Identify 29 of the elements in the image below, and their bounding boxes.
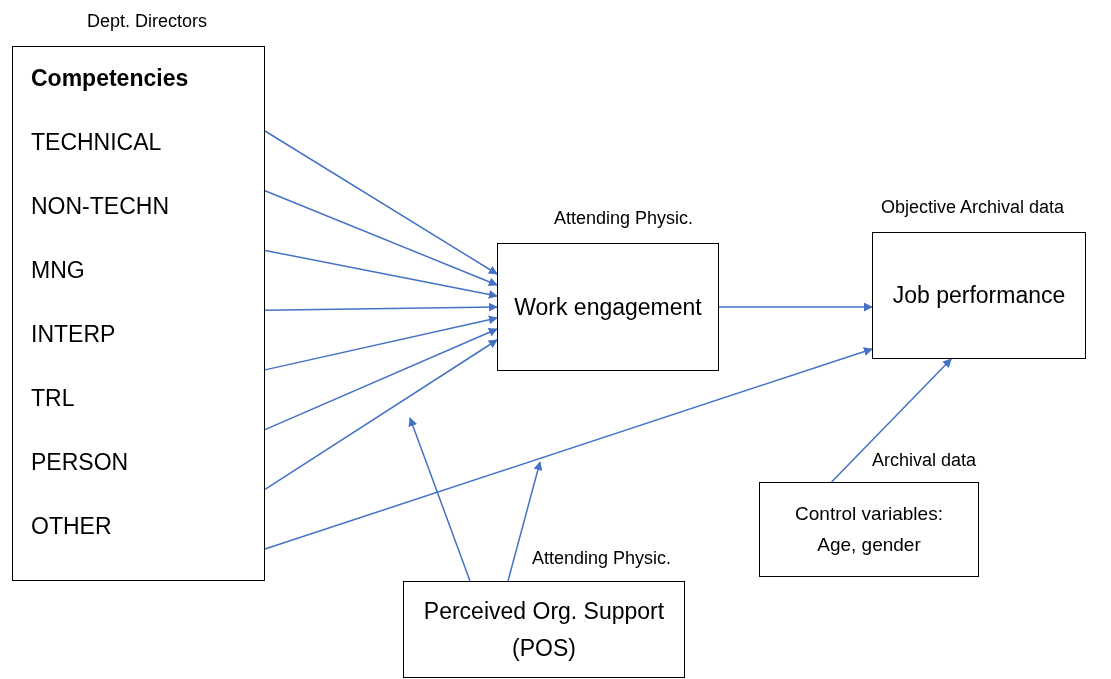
box-heading: Competencies xyxy=(31,65,189,92)
arrow xyxy=(264,302,498,312)
competency-label: NON-TECHN xyxy=(31,193,169,220)
competency-label: OTHER xyxy=(31,513,112,540)
arrow xyxy=(408,417,471,582)
box-label: Work engagement xyxy=(514,292,702,322)
source-label: Objective Archival data xyxy=(881,197,1065,218)
box-label: Perceived Org. Support (POS) xyxy=(422,596,666,663)
arrow xyxy=(264,315,498,371)
competency-label: TECHNICAL xyxy=(31,129,162,156)
source-label: Dept. Directors xyxy=(87,11,208,32)
arrow xyxy=(264,339,498,491)
arrow xyxy=(507,461,543,582)
box-label: Job performance xyxy=(892,281,1066,311)
arrow xyxy=(718,302,873,312)
arrow xyxy=(264,347,873,550)
arrow xyxy=(264,189,498,287)
competency-label: PERSON xyxy=(31,449,129,476)
arrow xyxy=(830,358,952,483)
source-label: Attending Physic. xyxy=(532,548,672,569)
source-label: Attending Physic. xyxy=(554,208,694,229)
box-label: Control variables: Age, gender xyxy=(794,502,944,557)
source-label: Archival data xyxy=(872,450,977,471)
competency-label: MNG xyxy=(31,257,85,284)
arrow xyxy=(264,130,498,275)
competency-label: TRL xyxy=(31,385,75,412)
arrow xyxy=(264,249,498,299)
arrow xyxy=(264,328,498,431)
competency-label: INTERP xyxy=(31,321,116,348)
